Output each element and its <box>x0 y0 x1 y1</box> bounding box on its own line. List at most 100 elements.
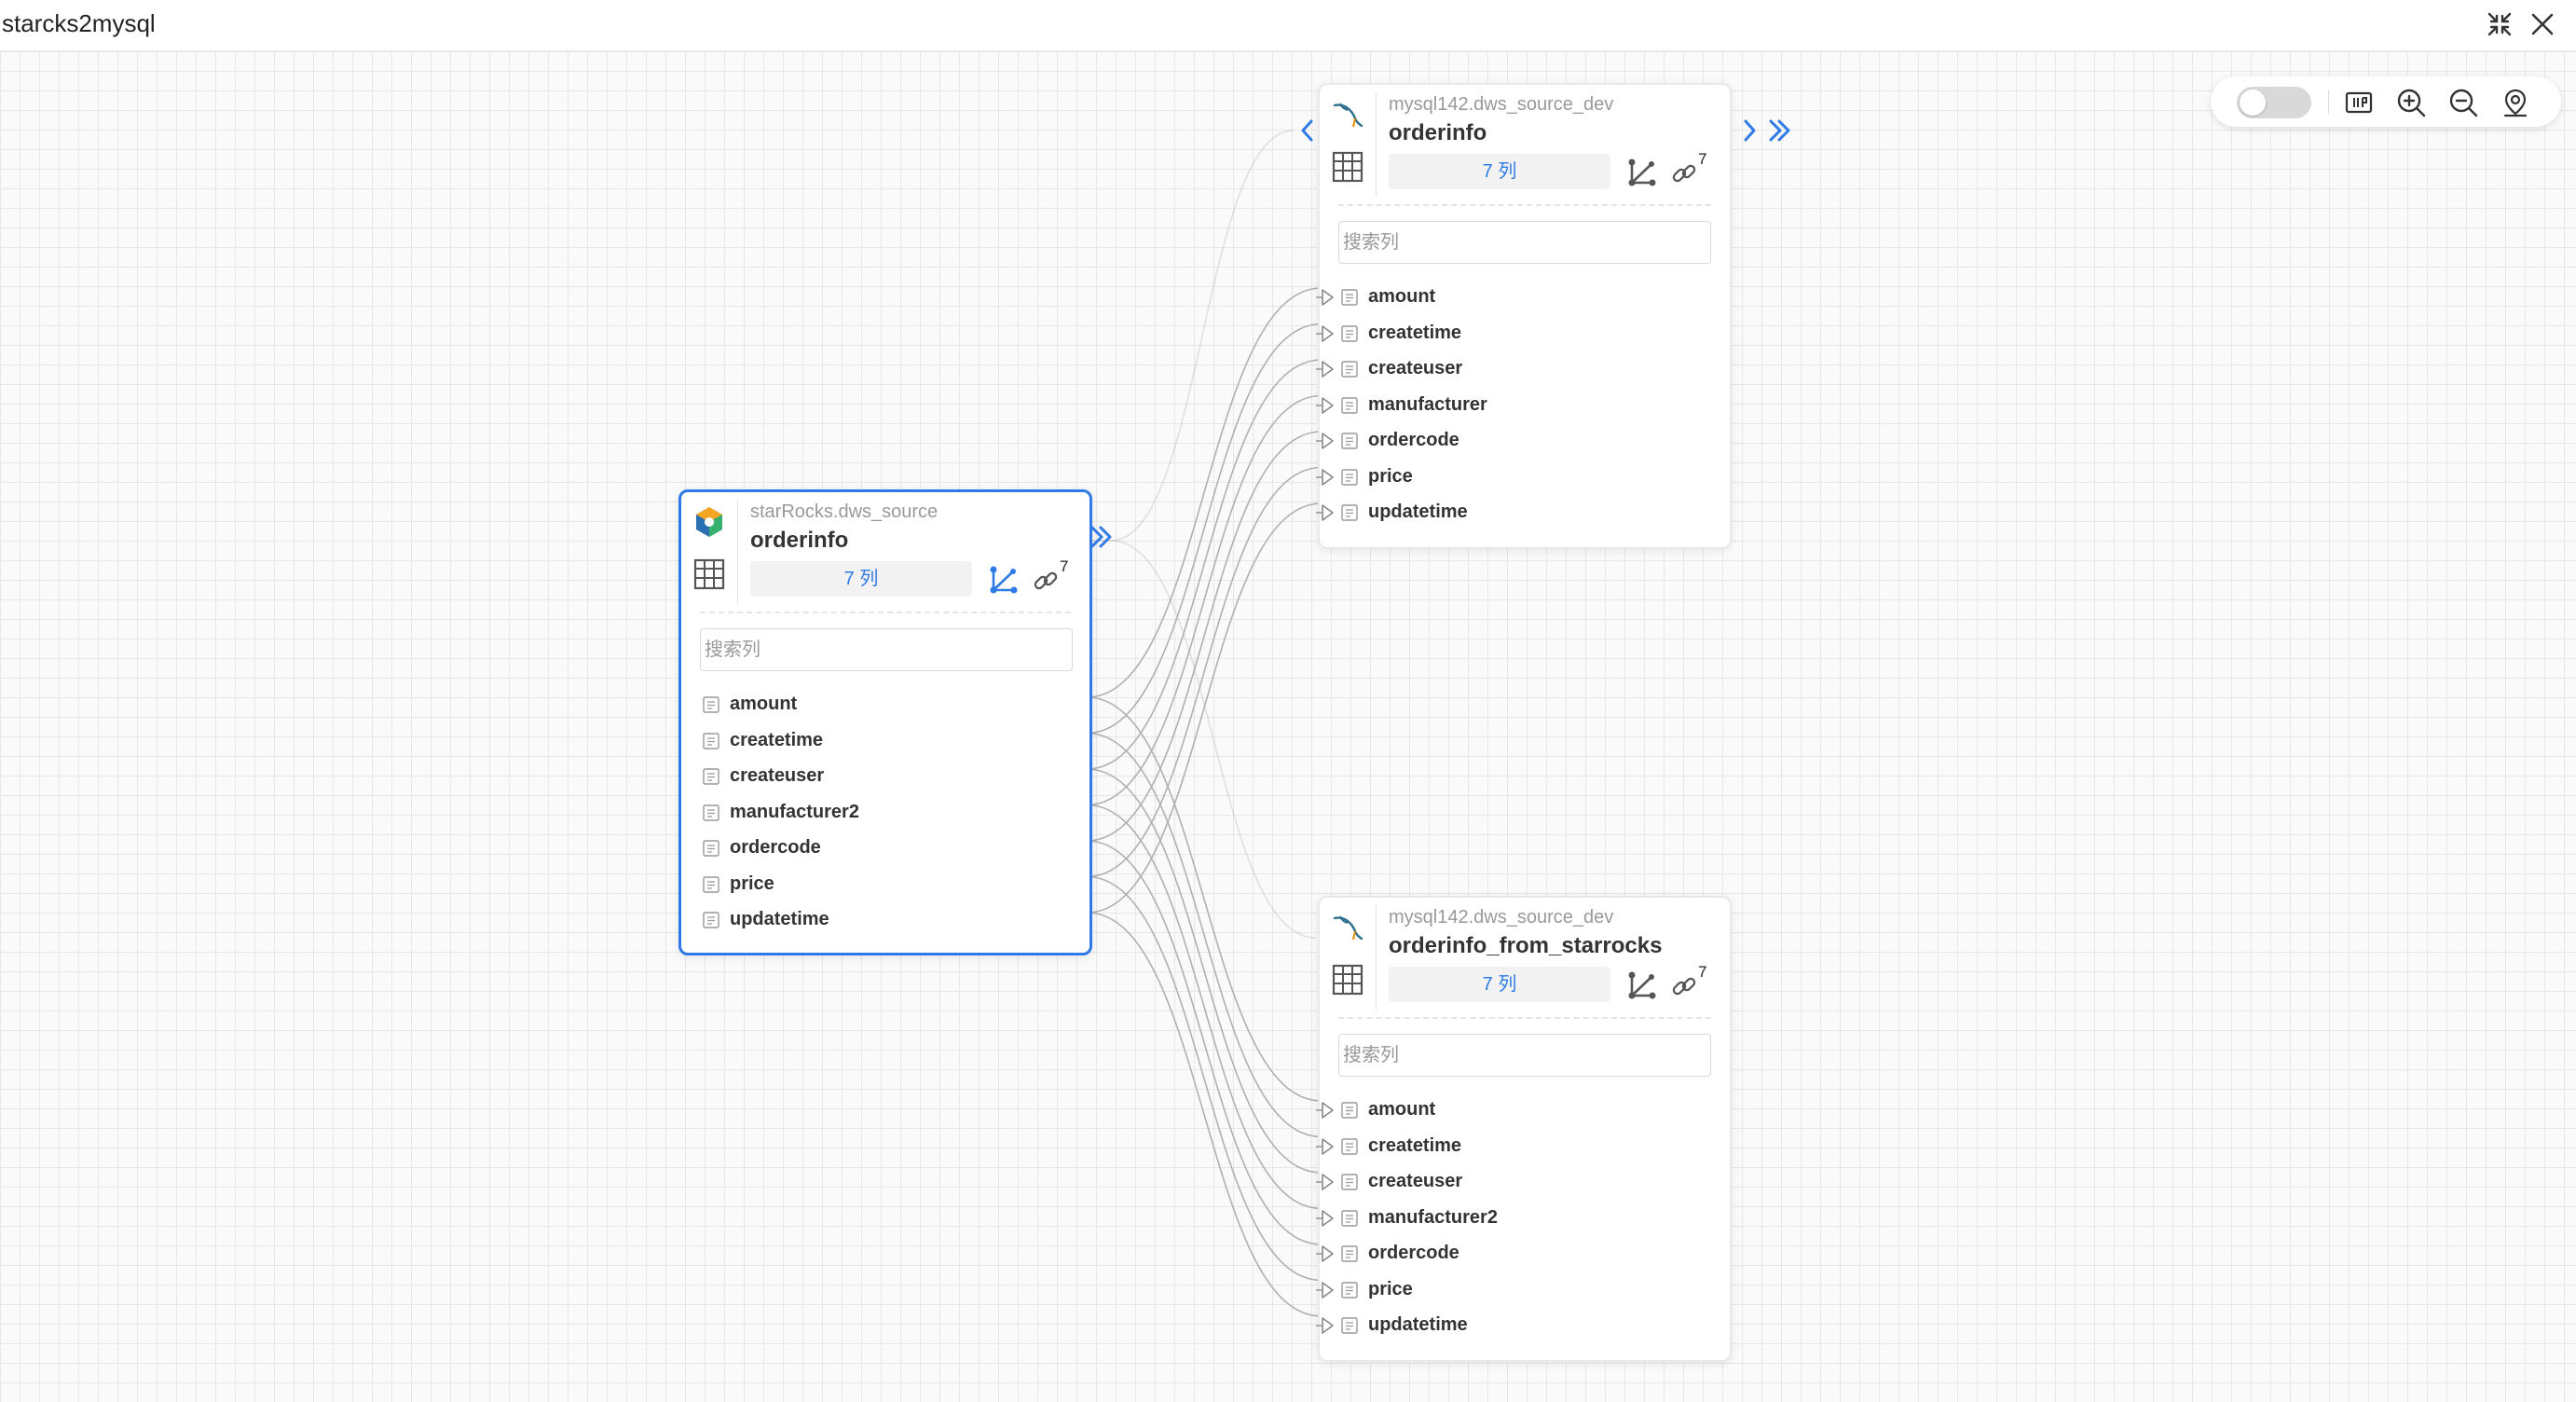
column-name: createtime <box>1368 1134 1462 1156</box>
column-row[interactable]: ordercode <box>681 832 1089 868</box>
incoming-arrow-icon <box>1316 1174 1334 1190</box>
field-icon <box>1341 1174 1358 1190</box>
field-icon <box>1341 396 1358 414</box>
zoom-in-icon[interactable] <box>2395 87 2427 118</box>
column-name: createuser <box>1368 1171 1463 1191</box>
lineage-icon[interactable] <box>1625 969 1659 1002</box>
column-name: createtime <box>1368 322 1462 343</box>
column-row[interactable]: ordercode <box>1316 424 1730 460</box>
toggle-knob <box>2240 89 2266 116</box>
column-count-button[interactable]: 7 列 <box>1389 154 1610 189</box>
column-row[interactable]: price <box>681 868 1089 904</box>
expand-next-icon[interactable] <box>1733 112 1765 149</box>
column-row[interactable]: amount <box>681 688 1089 724</box>
datasource-label: starRocks.dws_source <box>750 502 939 522</box>
lineage-edge <box>1068 804 1322 1210</box>
field-icon <box>703 732 719 749</box>
incoming-arrow-icon <box>1316 1281 1334 1299</box>
field-icon <box>703 804 719 821</box>
link-icon[interactable] <box>1032 567 1060 595</box>
lineage-icon[interactable] <box>987 563 1021 597</box>
lineage-canvas[interactable]: starRocks.dws_source orderinfo 7 列 7 amo… <box>0 51 2576 1402</box>
incoming-arrow-icon <box>1316 1317 1334 1334</box>
mysql-logo <box>1333 915 1363 941</box>
column-name: manufacturer <box>1368 393 1487 415</box>
column-row[interactable]: createuser <box>681 760 1089 796</box>
lineage-edge <box>1068 768 1322 1174</box>
column-row[interactable]: manufacturer2 <box>681 796 1089 832</box>
column-row[interactable]: ordercode <box>1316 1237 1730 1273</box>
canvas-toolbar <box>2211 76 2561 127</box>
column-row[interactable]: createuser <box>1316 352 1730 389</box>
mysql-logo <box>1333 103 1363 128</box>
close-icon[interactable] <box>2528 9 2557 39</box>
column-list: amount createtime createuser manufacturer or… <box>1316 281 1730 532</box>
minimap-icon[interactable] <box>2343 87 2375 118</box>
expand-downstream-icon[interactable] <box>1763 112 1795 149</box>
incoming-arrow-icon <box>1316 468 1334 486</box>
lineage-edge <box>1068 875 1322 1282</box>
field-icon <box>1341 504 1358 521</box>
column-name: createtime <box>730 729 824 750</box>
table-node-source[interactable]: starRocks.dws_source orderinfo 7 列 7 amo… <box>678 489 1092 955</box>
link-icon[interactable] <box>1670 972 1698 1000</box>
field-icon <box>1341 1137 1358 1155</box>
dashed-separator <box>700 612 1071 613</box>
column-list: amount createtime createuser manufacturer2 o… <box>681 688 1089 940</box>
field-icon <box>1341 324 1358 342</box>
column-row[interactable]: price <box>1316 1273 1730 1310</box>
column-search-input[interactable] <box>700 628 1073 671</box>
lineage-edge <box>1068 287 1322 698</box>
column-name: amount <box>730 694 798 714</box>
column-row[interactable]: amount <box>1316 1093 1730 1130</box>
toggle-switch[interactable] <box>2237 87 2311 118</box>
header-divider <box>737 500 738 604</box>
column-name: amount <box>1368 286 1436 307</box>
column-row[interactable]: createuser <box>1316 1165 1730 1202</box>
incoming-arrow-icon <box>1316 1245 1334 1262</box>
column-row[interactable]: manufacturer2 <box>1316 1202 1730 1238</box>
column-row[interactable]: createtime <box>1316 1130 1730 1166</box>
lineage-icon[interactable] <box>1625 156 1659 189</box>
field-icon <box>1341 433 1358 449</box>
column-name: updatetime <box>1368 502 1468 522</box>
column-row[interactable]: createtime <box>1316 317 1730 353</box>
link-icon[interactable] <box>1670 159 1698 187</box>
column-row[interactable]: createtime <box>681 724 1089 761</box>
column-name: ordercode <box>730 837 821 858</box>
field-icon <box>1341 361 1358 378</box>
link-count: 7 <box>1060 557 1069 575</box>
lineage-edge <box>1068 359 1322 770</box>
column-row[interactable]: price <box>1316 460 1730 497</box>
table-node-target-orderinfo-from-starrocks[interactable]: mysql142.dws_source_dev orderinfo_from_s… <box>1316 896 1732 1362</box>
column-search-input[interactable] <box>1338 1034 1711 1077</box>
incoming-arrow-icon <box>1316 433 1334 449</box>
lineage-edge <box>1068 840 1322 1245</box>
field-icon <box>703 840 719 857</box>
field-icon <box>1341 1209 1358 1227</box>
field-icon <box>703 768 719 785</box>
column-row[interactable]: updatetime <box>1316 496 1730 532</box>
expand-upstream-icon[interactable] <box>1292 112 1323 149</box>
column-search-input[interactable] <box>1338 221 1711 264</box>
table-name: orderinfo <box>750 528 849 553</box>
column-count-button[interactable]: 7 列 <box>750 561 972 597</box>
column-row[interactable]: updatetime <box>681 903 1089 940</box>
column-row[interactable]: manufacturer <box>1316 389 1730 425</box>
locate-icon[interactable] <box>2500 87 2531 118</box>
dashed-separator <box>1338 204 1711 206</box>
link-count: 7 <box>1698 963 1707 981</box>
column-count-button[interactable]: 7 列 <box>1389 967 1610 1002</box>
expand-downstream-icon[interactable] <box>1085 518 1117 556</box>
zoom-out-icon[interactable] <box>2447 87 2479 118</box>
column-row[interactable]: updatetime <box>1316 1309 1730 1345</box>
column-name: createuser <box>730 765 825 786</box>
incoming-arrow-icon <box>1316 396 1334 414</box>
collapse-icon[interactable] <box>2485 9 2514 39</box>
lineage-edge <box>1068 912 1322 1317</box>
column-name: ordercode <box>1368 430 1459 450</box>
column-row[interactable]: amount <box>1316 281 1730 317</box>
field-icon <box>1341 1281 1358 1299</box>
column-name: updatetime <box>730 909 829 929</box>
table-node-target-orderinfo[interactable]: mysql142.dws_source_dev orderinfo 7 列 7 … <box>1316 83 1732 549</box>
